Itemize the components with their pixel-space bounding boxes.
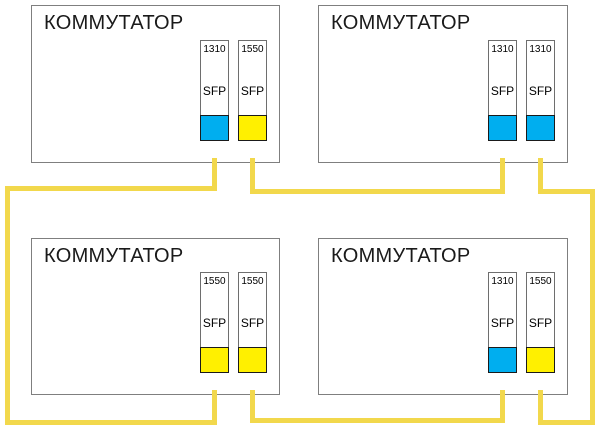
cable-segment [212, 390, 217, 425]
sfp-connector-tip [526, 347, 555, 373]
sfp-wavelength-label: 1550 [241, 276, 264, 287]
sfp-type-label: SFP [490, 316, 515, 330]
cable-segment [538, 390, 543, 425]
sfp-connector-tip [526, 115, 555, 141]
sfp-module-bottom-left-1[interactable]: 1550 SFP [200, 272, 229, 373]
sfp-type-label: SFP [240, 316, 265, 330]
sfp-connector-tip [488, 347, 517, 373]
cable-segment [538, 420, 595, 425]
sfp-type-label: SFP [490, 84, 515, 98]
sfp-type-label: SFP [528, 84, 553, 98]
sfp-connector-tip [238, 347, 267, 373]
cable-segment [590, 189, 595, 425]
sfp-type-label: SFP [202, 84, 227, 98]
sfp-connector-tip [238, 115, 267, 141]
sfp-wavelength-label: 1550 [203, 276, 226, 287]
sfp-wavelength-label: 1310 [491, 44, 514, 55]
sfp-wavelength-label: 1550 [529, 276, 552, 287]
sfp-module-top-right-2[interactable]: 1310 SFP [526, 40, 555, 141]
sfp-module-bottom-right-2[interactable]: 1550 SFP [526, 272, 555, 373]
sfp-module-top-left-2[interactable]: 1550 SFP [238, 40, 267, 141]
sfp-wavelength-label: 1310 [491, 276, 514, 287]
switch-title: КОММУТАТОР [44, 12, 184, 34]
sfp-module-bottom-right-1[interactable]: 1310 SFP [488, 272, 517, 373]
cable-segment [538, 158, 543, 192]
sfp-type-label: SFP [528, 316, 553, 330]
cable-segment [5, 420, 217, 425]
sfp-wavelength-label: 1310 [529, 44, 552, 55]
sfp-connector-tip [200, 347, 229, 373]
cable-segment [250, 158, 255, 192]
cable-segment [250, 390, 255, 423]
cable-segment [500, 158, 505, 192]
cable-segment [250, 418, 505, 423]
sfp-type-label: SFP [202, 316, 227, 330]
switch-title: КОММУТАТОР [44, 245, 184, 267]
cable-segment [5, 186, 10, 425]
sfp-connector-tip [200, 115, 229, 141]
cable-segment [500, 390, 505, 423]
sfp-module-top-right-1[interactable]: 1310 SFP [488, 40, 517, 141]
sfp-connector-tip [488, 115, 517, 141]
sfp-module-bottom-left-2[interactable]: 1550 SFP [238, 272, 267, 373]
cable-segment [250, 189, 505, 194]
sfp-module-top-left-1[interactable]: 1310 SFP [200, 40, 229, 141]
cable-segment [212, 158, 217, 189]
sfp-type-label: SFP [240, 84, 265, 98]
switch-title: КОММУТАТОР [331, 245, 471, 267]
cable-segment [5, 186, 217, 191]
cable-segment [538, 189, 595, 194]
sfp-wavelength-label: 1310 [203, 44, 226, 55]
sfp-wavelength-label: 1550 [241, 44, 264, 55]
switch-title: КОММУТАТОР [331, 12, 471, 34]
